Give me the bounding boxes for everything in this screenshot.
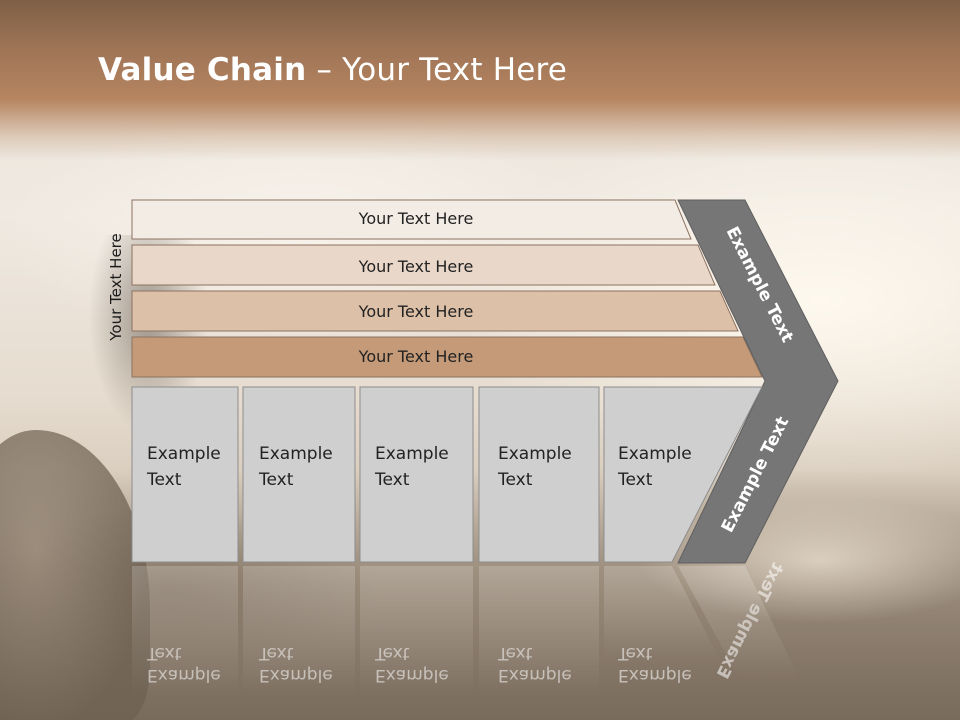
reflection-cell-5 bbox=[604, 566, 720, 660]
primary-cell-1-line2: Text bbox=[146, 470, 182, 490]
title-band bbox=[0, 0, 960, 160]
reflection-cell-4 bbox=[479, 566, 599, 696]
support-bar-1-label: Your Text Here bbox=[358, 209, 474, 228]
reflection-cell-1 bbox=[132, 566, 238, 696]
reflection-text-8: Text bbox=[497, 643, 533, 663]
chevron-shape[interactable] bbox=[677, 199, 839, 564]
primary-cell-5-line2: Text bbox=[617, 470, 653, 490]
primary-cell-1-line1: Example bbox=[147, 444, 221, 464]
diagram-reflection: Example Text Example Text Example Text E… bbox=[132, 559, 800, 696]
primary-cell-3[interactable] bbox=[359, 386, 474, 563]
primary-cell-4-line1: Example bbox=[498, 444, 572, 464]
title-bold: Value Chain bbox=[98, 52, 307, 88]
primary-cell-2-line2: Text bbox=[258, 470, 294, 490]
support-bar-2[interactable] bbox=[131, 244, 716, 286]
reflection-text-5: Example bbox=[375, 665, 449, 685]
primary-cell-4[interactable] bbox=[478, 386, 600, 563]
reflection-text-3: Example bbox=[259, 665, 333, 685]
support-bar-4[interactable] bbox=[131, 336, 763, 378]
slide-title: Value Chain – Your Text Here bbox=[98, 52, 567, 88]
reflection-text-2: Text bbox=[146, 643, 182, 663]
reflection-text-1: Example bbox=[147, 665, 221, 685]
support-bar-3-label: Your Text Here bbox=[358, 302, 474, 321]
primary-cell-1[interactable] bbox=[131, 386, 239, 563]
support-bar-2-label: Your Text Here bbox=[358, 257, 474, 276]
support-bar-1[interactable] bbox=[131, 199, 692, 240]
primary-cell-3-line2: Text bbox=[374, 470, 410, 490]
primary-cell-2[interactable] bbox=[242, 386, 356, 563]
primary-cell-2-line1: Example bbox=[259, 444, 333, 464]
primary-cell-5-line1: Example bbox=[618, 444, 692, 464]
reflection-text-10: Text bbox=[617, 643, 653, 663]
title-rest: – Your Text Here bbox=[306, 52, 568, 88]
reflection-text-4: Text bbox=[258, 643, 294, 663]
reflection-text-7: Example bbox=[498, 665, 572, 685]
support-bar-4-label: Your Text Here bbox=[358, 347, 474, 366]
support-activities: Your Text Here Your Text Here Your Text … bbox=[131, 199, 763, 378]
primary-cell-5[interactable] bbox=[603, 386, 763, 563]
reflection-chevron bbox=[678, 566, 800, 680]
reflection-text-6: Text bbox=[374, 643, 410, 663]
primary-cell-4-line2: Text bbox=[497, 470, 533, 490]
reflection-cell-3 bbox=[360, 566, 473, 696]
primary-cell-3-line1: Example bbox=[375, 444, 449, 464]
primary-activities: Example Text Example Text Example Text E… bbox=[131, 386, 763, 563]
reflection-text-9: Example bbox=[618, 665, 692, 685]
support-bar-3[interactable] bbox=[131, 290, 739, 332]
reflection-cell-2 bbox=[243, 566, 355, 696]
